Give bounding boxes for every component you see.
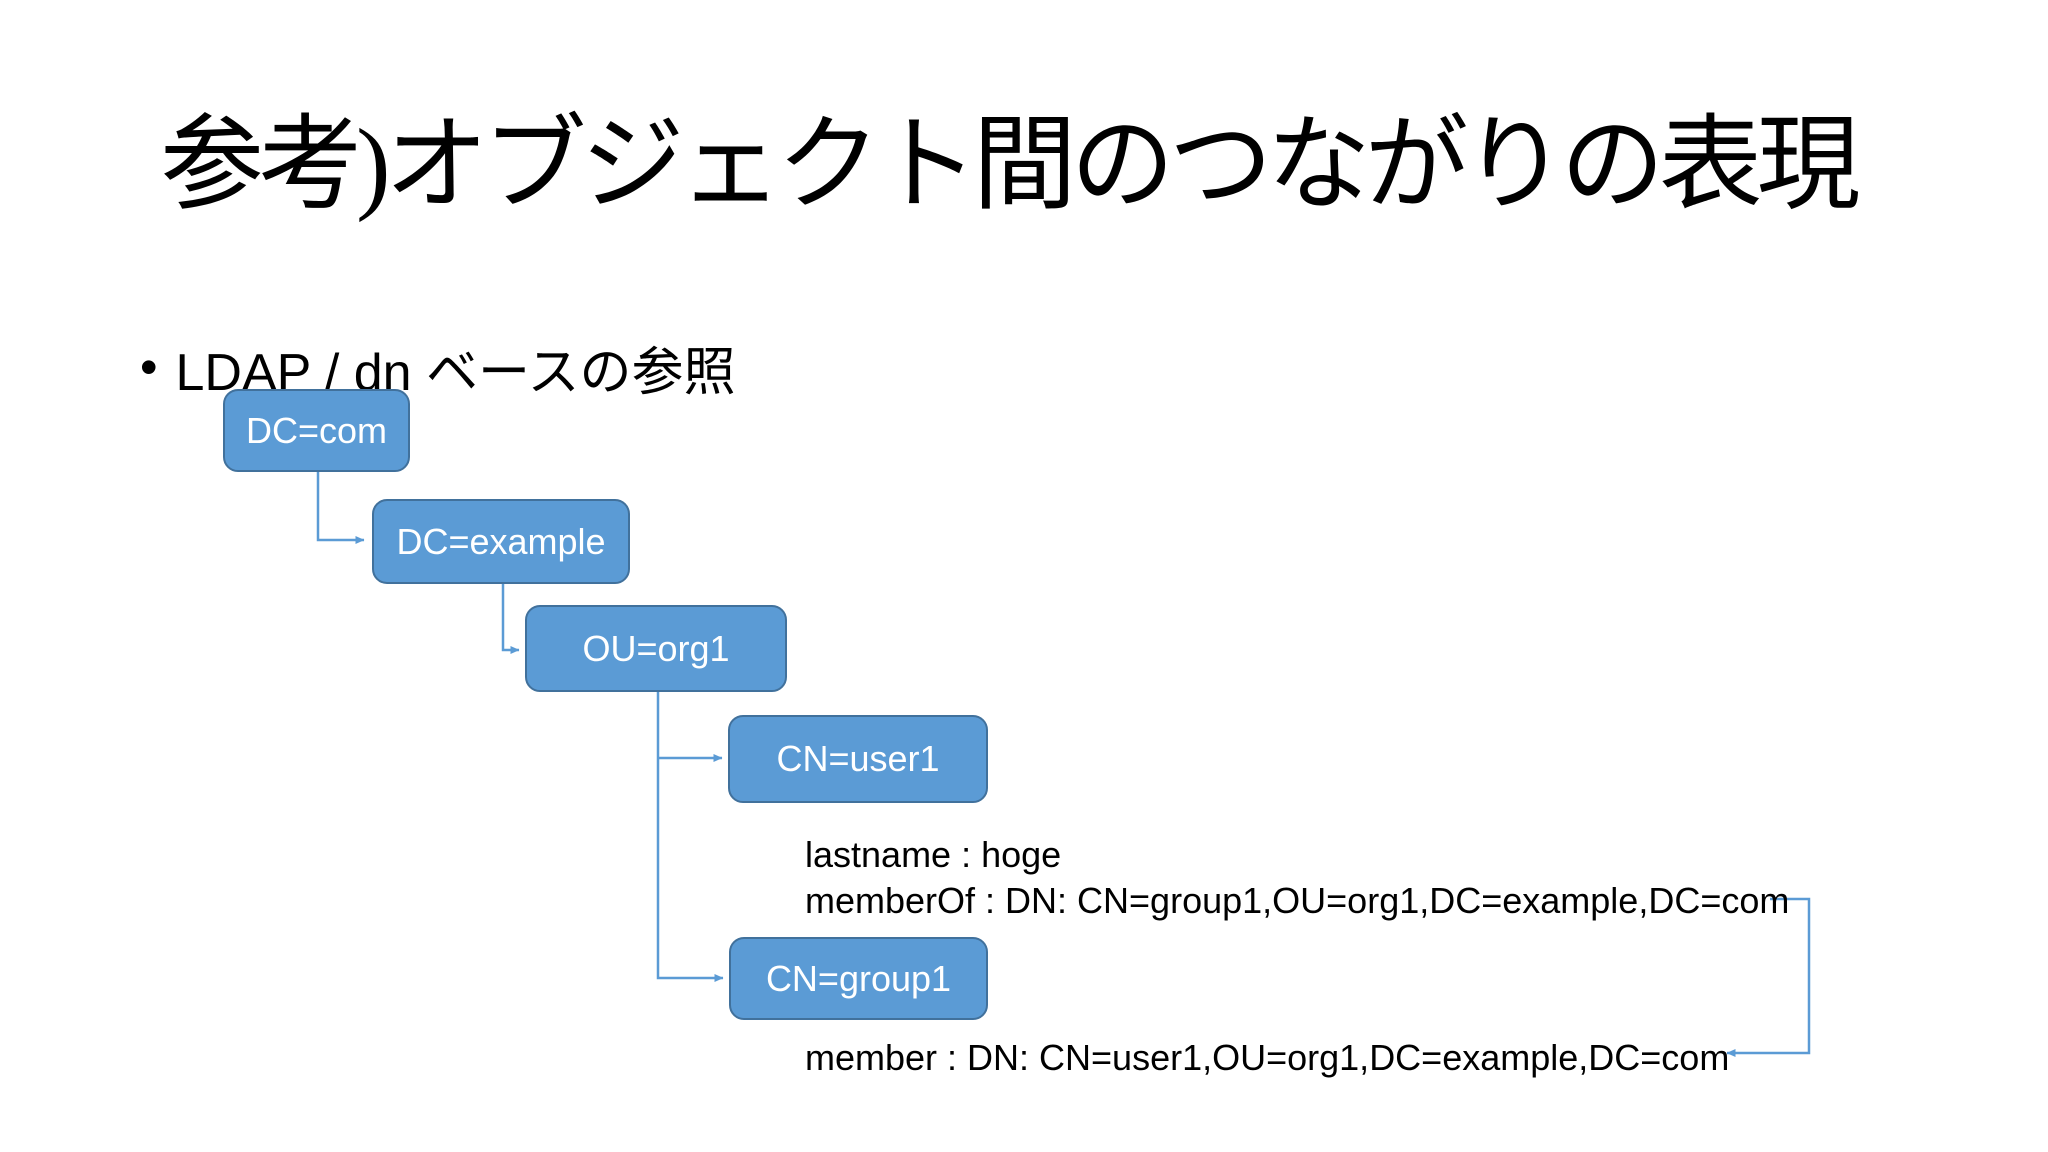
node-dc-example: DC=example [372, 499, 630, 584]
connector-dcexample-to-ouorg1 [501, 584, 520, 654]
node-dc-example-label: DC=example [396, 520, 606, 562]
node-cn-user1: CN=user1 [728, 715, 988, 803]
node-cn-group1-label: CN=group1 [765, 957, 952, 999]
node-cn-group1: CN=group1 [729, 937, 988, 1020]
user1-attr-memberof: memberOf : DN: CN=group1,OU=org1,DC=exam… [805, 880, 1790, 921]
connector-dccom-to-dcexample [316, 471, 365, 544]
bullet-marker: • [140, 339, 158, 395]
connector-ouorg1-to-cngroup1 [656, 692, 724, 982]
node-ou-org1: OU=org1 [525, 605, 787, 692]
user1-attr-lastname: lastname : hoge [805, 834, 1062, 875]
slide-title: 参考)オブジェクト間のつながりの表現 [160, 108, 1861, 223]
connector-memberof-loop [1726, 897, 1811, 1057]
node-ou-org1-label: OU=org1 [582, 627, 730, 669]
node-cn-user1-label: CN=user1 [776, 738, 940, 779]
group1-attr-member: member : DN: CN=user1,OU=org1,DC=example… [805, 1037, 1730, 1078]
node-dc-com-label: DC=com [245, 409, 388, 451]
node-dc-com: DC=com [223, 389, 410, 472]
group1-attributes: member : DN: CN=user1,OU=org1,DC=example… [805, 1035, 1729, 1081]
bullet-text-japanese: ベースの参照 [426, 345, 736, 402]
user1-attributes: lastname : hoge memberOf : DN: CN=group1… [805, 832, 1789, 924]
